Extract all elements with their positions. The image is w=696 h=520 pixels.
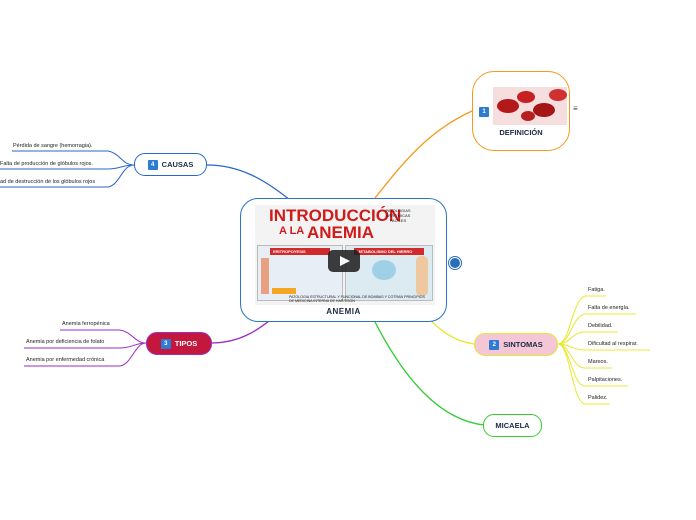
- topic-number-badge: 2: [489, 340, 499, 350]
- panel-right-cell: [372, 260, 396, 280]
- anemia-video-thumbnail[interactable]: INTRODUCCIÓN A LA ANEMIA PATOLOGIAS ARRI…: [255, 205, 435, 305]
- sintoma-item[interactable]: Debilidad.: [588, 322, 612, 331]
- causa-item[interactable]: ad de destrucción de los glóbulos rojos: [0, 178, 95, 187]
- sintoma-item[interactable]: Falta de energía.: [588, 304, 630, 313]
- tipo-item[interactable]: Anemia por enfermedad crónica: [26, 356, 104, 365]
- central-topic-label: ANEMIA: [241, 307, 446, 316]
- topic-label-micaela: MICAELA: [495, 421, 529, 430]
- link-causas: [207, 165, 290, 200]
- topic-micaela[interactable]: MICAELA: [483, 414, 542, 437]
- topic-number-badge: 3: [161, 339, 171, 349]
- tipo-item[interactable]: Anemia por deficiencia de folato: [26, 338, 104, 347]
- panel-left-tag: [272, 288, 296, 294]
- play-icon[interactable]: [328, 250, 360, 272]
- topic-causas[interactable]: 4 CAUSAS: [134, 153, 207, 176]
- sintoma-item[interactable]: Dificultad al respirar.: [588, 340, 638, 349]
- thumbnail-title-line2: A LA: [279, 225, 304, 237]
- thumbnail-side-text: PATOLOGIAS ARRITMICAS FACILES: [381, 208, 415, 223]
- link-micaela: [375, 322, 484, 425]
- causa-item[interactable]: Falta de producción de glóbulos rojos.: [0, 160, 93, 169]
- topic-definicion[interactable]: 1 DEFINICIÓN: [472, 71, 570, 151]
- globe-icon[interactable]: [449, 257, 461, 269]
- topic-number-badge: 4: [148, 160, 158, 170]
- panel-left-figure: [261, 258, 269, 294]
- sintoma-item[interactable]: Palidez.: [588, 394, 608, 403]
- central-topic-anemia[interactable]: INTRODUCCIÓN A LA ANEMIA PATOLOGIAS ARRI…: [240, 198, 447, 322]
- topic-label-causas: CAUSAS: [162, 160, 194, 169]
- thumbnail-title-line3: ANEMIA: [307, 223, 374, 243]
- topic-tipos[interactable]: 3 TIPOS: [146, 332, 212, 355]
- red-blood-cells-image: [493, 87, 567, 125]
- panel-left-heading: ERITROPOYESIS: [270, 248, 330, 255]
- topic-sintomas[interactable]: 2 SINTOMAS: [474, 333, 558, 356]
- topic-label-definicion: DEFINICIÓN: [473, 128, 569, 137]
- topic-number-badge: 1: [479, 107, 489, 117]
- panel-right-figure: [416, 256, 428, 296]
- sintoma-item[interactable]: Mareos.: [588, 358, 608, 367]
- causa-item[interactable]: Pérdida de sangre (hemorragia).: [13, 142, 93, 151]
- sintoma-item[interactable]: Palpitaciones.: [588, 376, 622, 385]
- tipo-item[interactable]: Anemia ferropénica: [62, 320, 110, 329]
- sintoma-item[interactable]: Fatiga.: [588, 286, 605, 295]
- thumbnail-caption: PATOLOGIA ESTRUCTURAL Y FUNCIONAL DE BOM…: [289, 295, 429, 303]
- panel-right-heading: METABOLISMO DEL HIERRO: [354, 248, 424, 255]
- topic-label-tipos: TIPOS: [175, 339, 198, 348]
- notes-icon[interactable]: ≡: [573, 104, 578, 113]
- link-definicion: [375, 111, 472, 198]
- topic-label-sintomas: SINTOMAS: [503, 340, 542, 349]
